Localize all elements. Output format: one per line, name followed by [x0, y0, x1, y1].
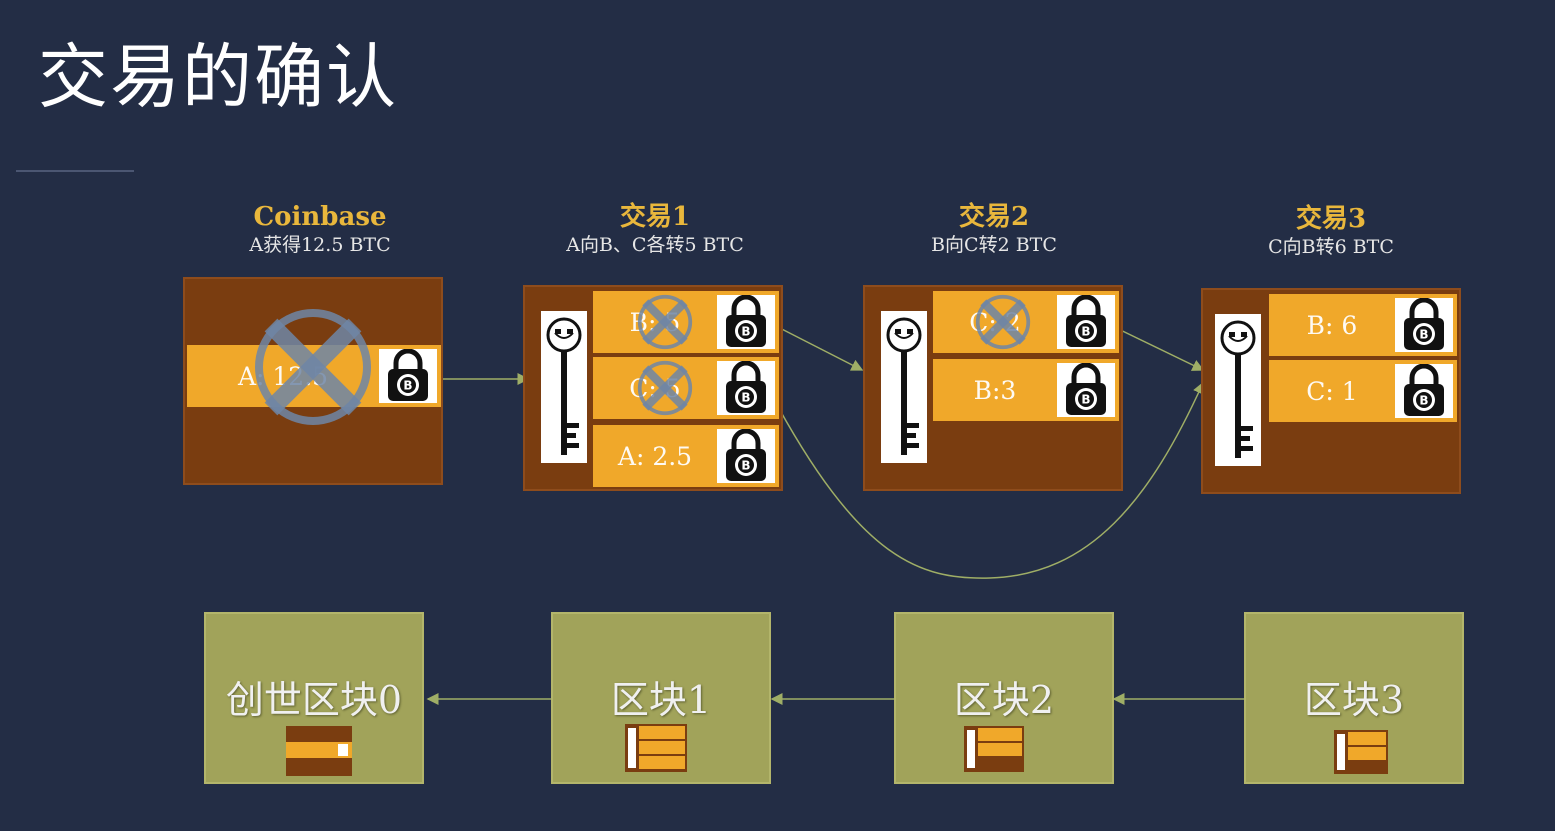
tx-box-coinbase: A: 12.5: [183, 277, 443, 485]
block-label: 区块3: [1246, 678, 1462, 722]
spent-cross-icon: [971, 293, 1035, 351]
title-divider: [16, 170, 134, 172]
tx-header-3: 交易3 C向B转6 BTC: [1201, 204, 1461, 260]
bitcoin-lock-icon: [717, 361, 775, 415]
spent-cross-icon: [633, 359, 697, 417]
output-row: C: 1: [1269, 360, 1457, 422]
tx-box-2: C: 2 B:3: [863, 285, 1123, 491]
tx-name: 交易3: [1201, 204, 1461, 234]
tx-name: 交易1: [525, 202, 785, 232]
tx-header-coinbase: Coinbase A获得12.5 BTC: [190, 202, 450, 258]
tx-name: 交易2: [864, 202, 1124, 232]
tx-header-1: 交易1 A向B、C各转5 BTC: [525, 202, 785, 258]
block-1: 区块1: [551, 612, 771, 784]
mini-tx-icon: [964, 726, 1024, 772]
output-row: A: 2.5: [593, 425, 779, 487]
mini-tx-icon: [286, 726, 352, 776]
block-label: 区块2: [896, 678, 1112, 722]
tx-desc: C向B转6 BTC: [1201, 234, 1461, 260]
bitcoin-lock-icon: [1395, 364, 1453, 418]
bitcoin-lock-icon: [1057, 363, 1115, 417]
mini-tx-icon: [625, 724, 687, 772]
output-row: B: 6: [1269, 294, 1457, 356]
output-row: B:3: [933, 359, 1119, 421]
bitcoin-lock-icon: [1395, 298, 1453, 352]
block-3: 区块3: [1244, 612, 1464, 784]
tx-desc: A向B、C各转5 BTC: [525, 232, 785, 258]
tx-name: Coinbase: [190, 202, 450, 232]
key-icon: [881, 311, 927, 463]
block-2: 区块2: [894, 612, 1114, 784]
tx-box-3: B: 6 C: 1: [1201, 288, 1461, 494]
bitcoin-lock-icon: [1057, 295, 1115, 349]
tx-desc: B向C转2 BTC: [864, 232, 1124, 258]
tx-box-1: B: 5 C: 5 A: 2.5: [523, 285, 783, 491]
block-label: 创世区块0: [206, 678, 422, 722]
bitcoin-lock-icon: [717, 429, 775, 483]
tx-desc: A获得12.5 BTC: [190, 232, 450, 258]
bitcoin-lock-icon: [379, 349, 437, 403]
bitcoin-lock-icon: [717, 295, 775, 349]
slide-title: 交易的确认: [38, 42, 398, 112]
key-icon: [541, 311, 587, 463]
spent-cross-icon: [633, 293, 697, 351]
block-label: 区块1: [553, 678, 769, 722]
spent-cross-icon: [245, 305, 381, 429]
key-icon: [1215, 314, 1261, 466]
mini-tx-icon: [1334, 730, 1388, 774]
tx-header-2: 交易2 B向C转2 BTC: [864, 202, 1124, 258]
block-0: 创世区块0: [204, 612, 424, 784]
